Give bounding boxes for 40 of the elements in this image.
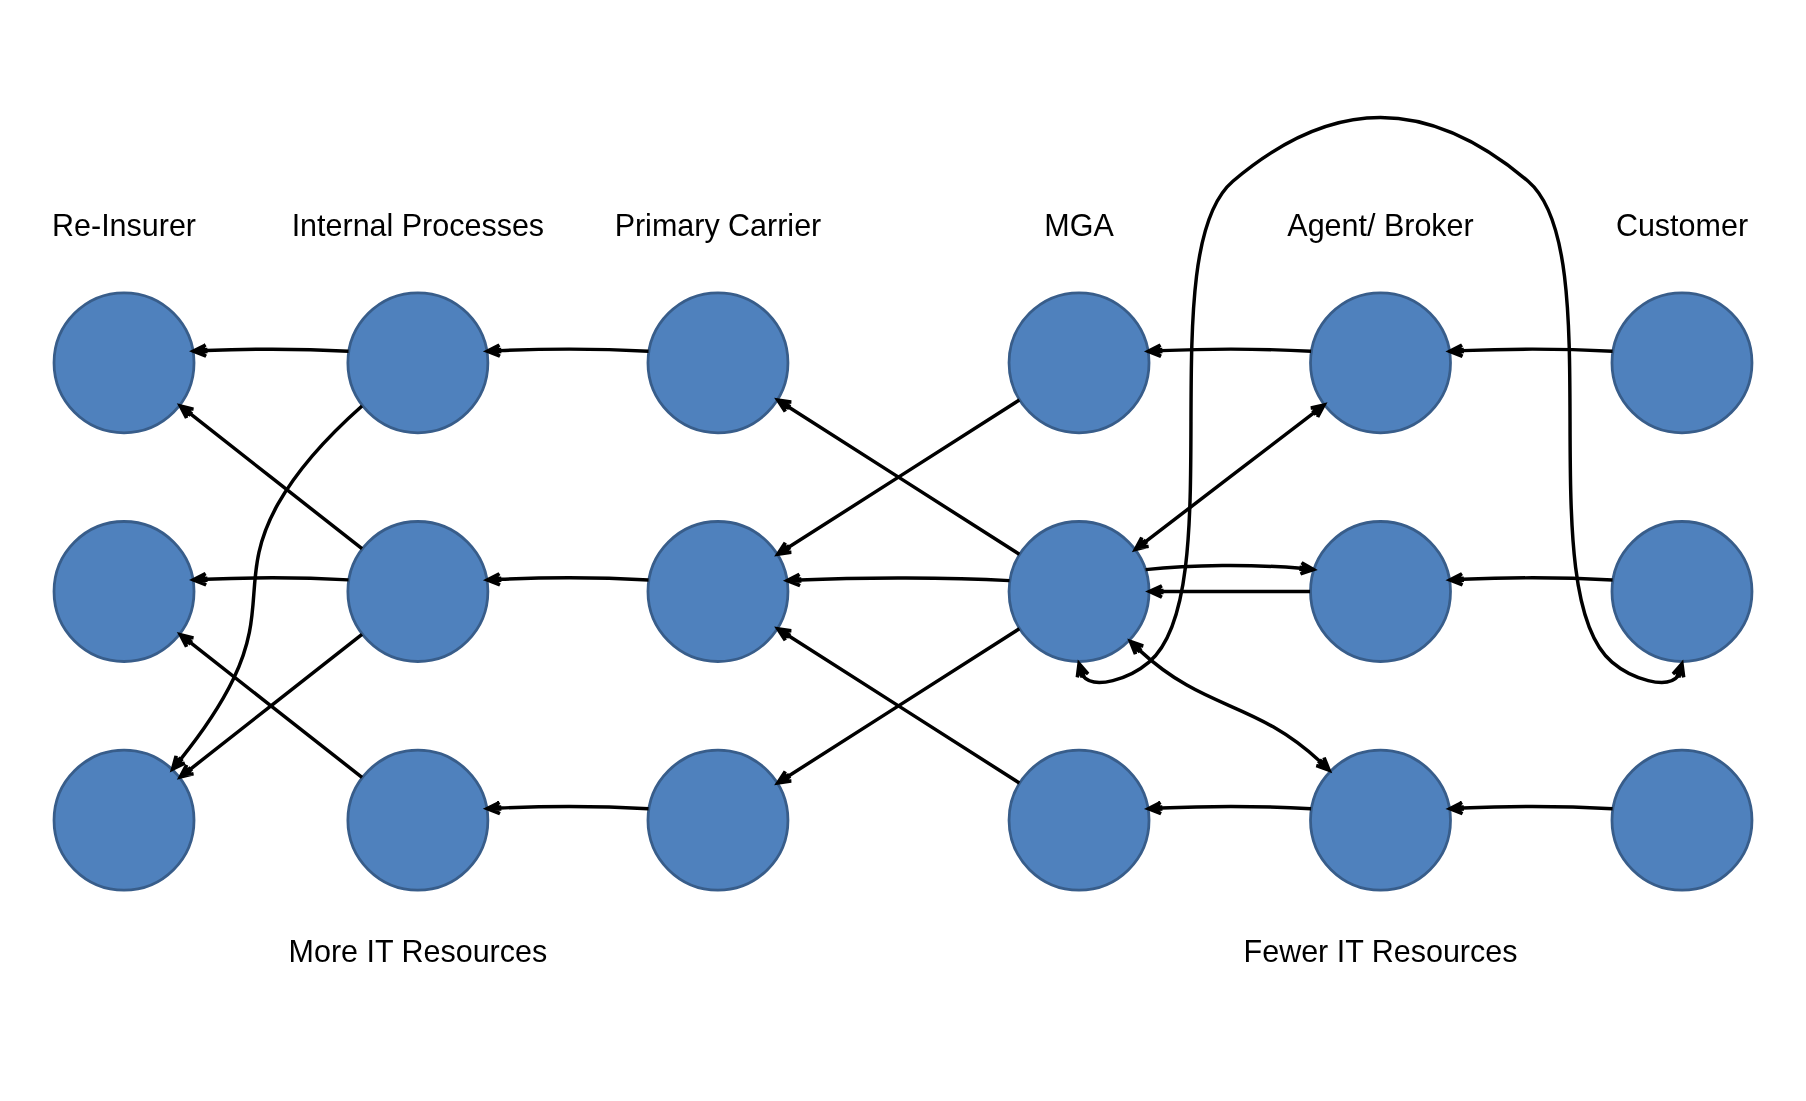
label: Customer: [1615, 207, 1749, 242]
node-circle: [646, 748, 790, 892]
arrow: [178, 632, 364, 779]
node-circle: [646, 519, 790, 663]
node-circle: [646, 290, 790, 434]
label: Agent/ Broker: [1287, 207, 1474, 242]
arrow: [1447, 800, 1613, 815]
node-circle: [1309, 748, 1452, 892]
node-circle: [1309, 519, 1452, 663]
arrow: [1146, 800, 1312, 815]
label: Fewer IT Resources: [1243, 933, 1518, 968]
node-circle: [346, 290, 490, 434]
node-circle: [1007, 290, 1151, 434]
label: MGA: [1044, 207, 1114, 242]
arrow: [485, 800, 649, 815]
arrow: [191, 571, 349, 587]
node-circle: [346, 748, 490, 892]
node-circle: [1610, 290, 1754, 434]
node-circle: [1610, 748, 1754, 892]
label: Internal Processes: [291, 207, 545, 242]
arrow: [1133, 402, 1326, 551]
arrow: [191, 342, 349, 358]
arrow: [785, 572, 1010, 587]
arrow: [178, 403, 364, 550]
arrow: [170, 404, 364, 771]
arrow: [1145, 560, 1316, 576]
node-circle: [1007, 748, 1151, 892]
label: Primary Carrier: [614, 207, 822, 242]
label: More IT Resources: [288, 933, 548, 968]
arrow: [1147, 583, 1311, 599]
arrow: [485, 342, 649, 358]
arrow: [1146, 342, 1312, 358]
arrow: [1447, 571, 1613, 587]
arrow: [1075, 115, 1686, 684]
node-circle: [346, 519, 490, 663]
label: Re-Insurer: [52, 207, 197, 242]
arrow: [1128, 639, 1331, 772]
arrow: [1447, 342, 1613, 358]
node-circle: [1610, 519, 1754, 663]
arrow: [485, 571, 649, 587]
